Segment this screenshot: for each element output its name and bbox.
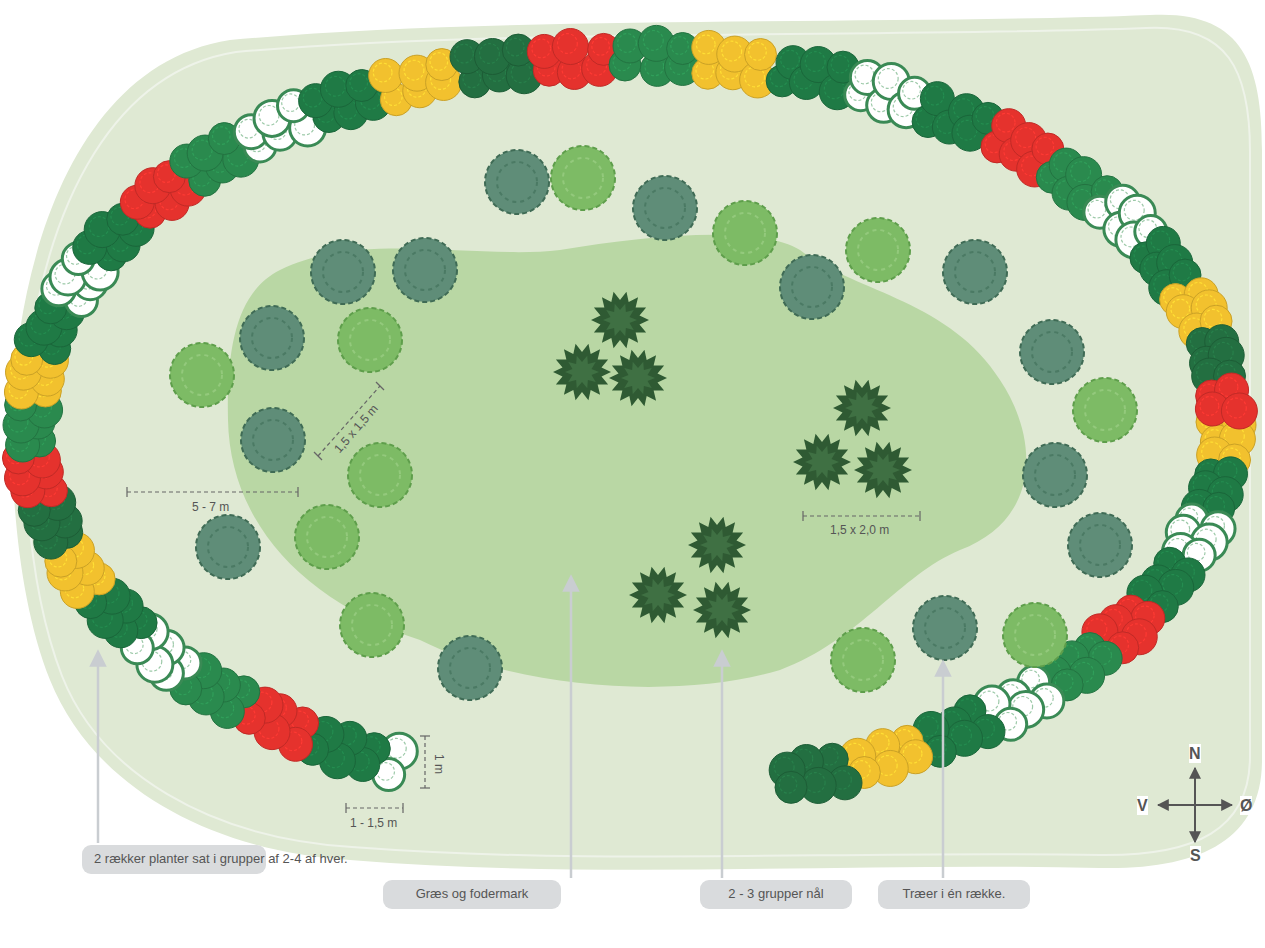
- compass-letter: V: [1137, 796, 1148, 815]
- conifer: [553, 344, 611, 401]
- leader-lines: [98, 583, 943, 878]
- dimension-lines: [127, 386, 920, 808]
- shrub: [745, 39, 777, 71]
- callout-text: 2 rækker planter sat i grupper af 2-4 af…: [94, 851, 254, 868]
- tree: [846, 218, 910, 282]
- tree: [913, 596, 977, 660]
- conifer: [793, 434, 851, 491]
- tree: [295, 505, 359, 569]
- outer-ground: [12, 15, 1262, 870]
- callout-box: Træer i én række.: [878, 880, 1030, 909]
- tree: [780, 255, 844, 319]
- tree: [311, 240, 375, 304]
- tree-row: [170, 146, 1137, 700]
- dimension-label: 1 - 1,5 m: [348, 816, 399, 830]
- callout-text: Græs og fodermark: [395, 886, 549, 903]
- tree: [196, 515, 260, 579]
- conifer: [688, 517, 746, 574]
- tree: [393, 238, 457, 302]
- tree: [831, 628, 895, 692]
- tree: [1068, 513, 1132, 577]
- tree: [713, 201, 777, 265]
- dimension-label: 5 - 7 m: [190, 500, 231, 514]
- dimension-ticks: [127, 382, 920, 813]
- tree: [1020, 320, 1084, 384]
- callout-box: 2 rækker planter sat i grupper af 2-4 af…: [82, 845, 266, 874]
- conifer: [854, 442, 912, 499]
- compass-letter: S: [1190, 846, 1201, 865]
- tree: [170, 343, 234, 407]
- grass-field: [228, 235, 1026, 687]
- callout-text: Træer i én række.: [890, 886, 1018, 903]
- conifer: [629, 567, 687, 624]
- tree: [485, 150, 549, 214]
- tree: [241, 408, 305, 472]
- tree: [240, 306, 304, 370]
- compass-letter: Ø: [1240, 796, 1252, 815]
- tree: [633, 176, 697, 240]
- tree: [438, 636, 502, 700]
- tree: [1023, 443, 1087, 507]
- tree: [551, 146, 615, 210]
- tree: [340, 593, 404, 657]
- dimension-label: 1 m: [432, 752, 446, 776]
- conifer: [609, 350, 667, 407]
- tree: [348, 443, 412, 507]
- compass-rose: [1158, 768, 1232, 842]
- callout-text: 2 - 3 grupper nål: [712, 886, 840, 903]
- conifer: [693, 582, 751, 639]
- conifer-groups: [553, 292, 912, 639]
- tree: [1003, 603, 1067, 667]
- shrub: [1221, 393, 1257, 429]
- shrub: [775, 771, 807, 803]
- tree: [1073, 378, 1137, 442]
- shrub: [369, 58, 403, 92]
- tree: [338, 308, 402, 372]
- callout-box: Græs og fodermark: [383, 880, 561, 909]
- conifer: [833, 380, 891, 437]
- hedge-ring: [2, 25, 1257, 803]
- shrub: [552, 29, 588, 65]
- compass-letter: N: [1189, 744, 1201, 763]
- tree: [943, 240, 1007, 304]
- conifer: [591, 292, 649, 349]
- outer-path-line: [25, 28, 1250, 857]
- dimension-label: 1,5 x 2,0 m: [828, 523, 891, 537]
- callout-box: 2 - 3 grupper nål: [700, 880, 852, 909]
